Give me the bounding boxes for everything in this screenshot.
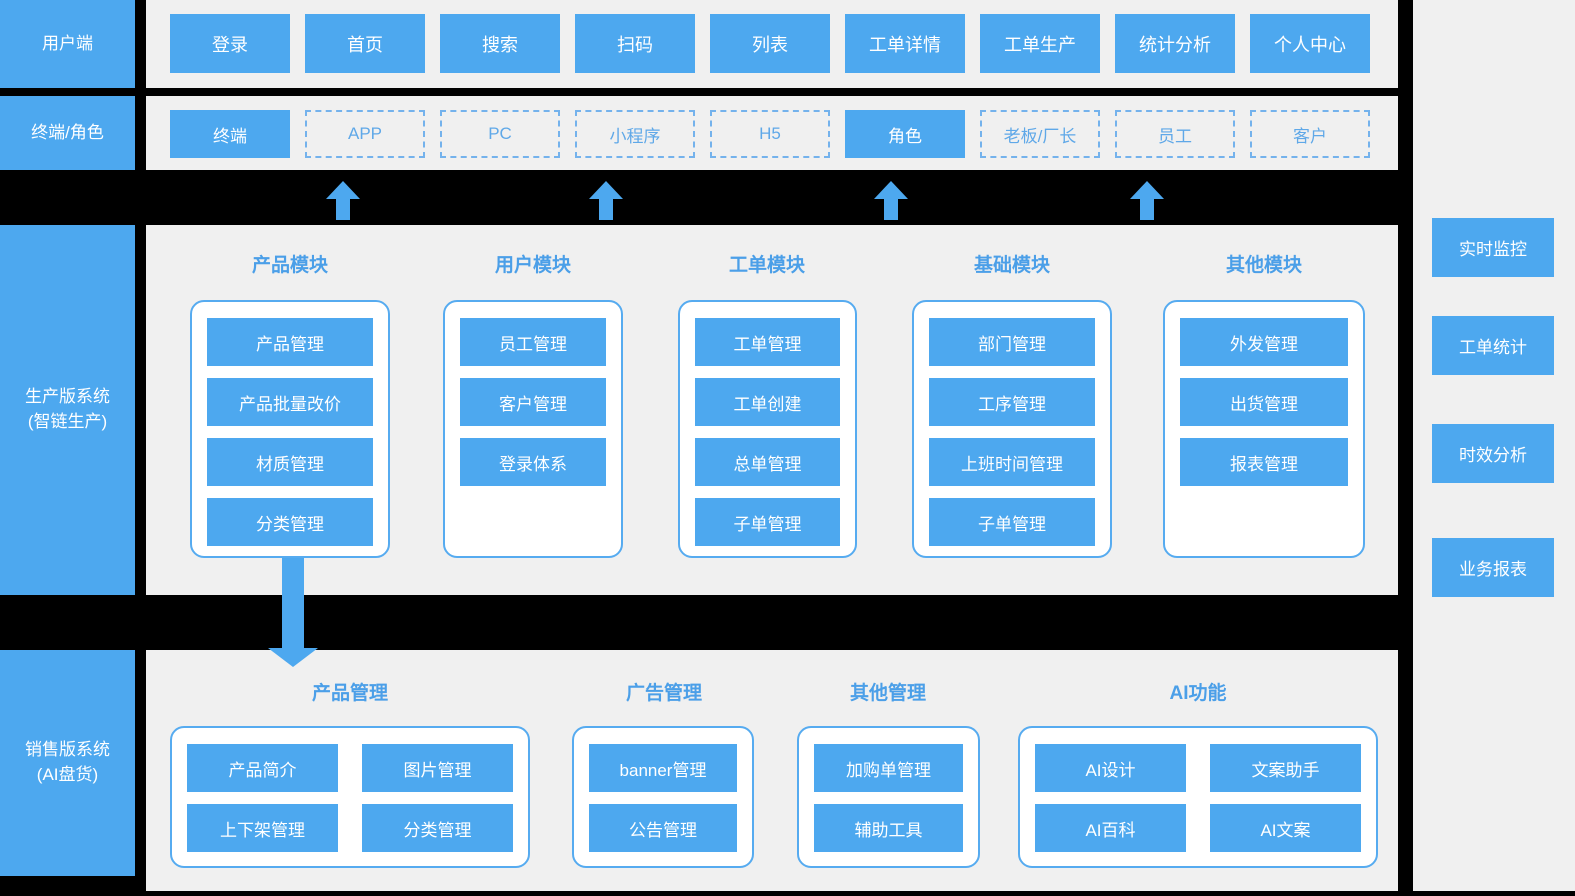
sales-heading-other: 其他管理 [849,683,927,704]
sales-system-label-line2: (AI盘货) [36,765,99,784]
module-item: banner管理 [589,744,737,792]
module-card-workorder: 工单管理 工单创建 总单管理 子单管理 [678,300,857,558]
module-heading-workorder: 工单模块 [728,255,806,276]
page-box-workorder-production: 工单生产 [980,14,1100,73]
chip-h5: H5 [710,110,830,158]
page-box-list: 列表 [710,14,830,73]
chip-terminal: 终端 [170,110,290,158]
up-arrow-icon [874,181,908,220]
module-item: 客户管理 [460,378,606,426]
up-arrow-icon [326,181,360,220]
production-system-label-line2: (智链生产) [27,412,108,431]
module-card-user: 员工管理 客户管理 登录体系 [443,300,623,558]
sales-heading-product: 产品管理 [311,683,389,704]
chip-app: APP [305,110,425,158]
module-item: 部门管理 [929,318,1095,366]
chip-customer: 客户 [1250,110,1370,158]
module-item: 报表管理 [1180,438,1348,486]
report-sidebar: 实时监控 工单统计 时效分析 业务报表 [1413,0,1575,891]
user-side-row-label: 用户端 [0,0,135,88]
up-arrow-icon [589,181,623,220]
module-heading-user: 用户模块 [494,255,572,276]
page-box-search: 搜索 [440,14,560,73]
chip-employee: 员工 [1115,110,1235,158]
module-heading-basic: 基础模块 [973,255,1051,276]
sales-system-label-line1: 销售版系统 [25,740,110,760]
production-system-label-line1: 生产版系统 [25,387,110,407]
terminal-role-row-label: 终端/角色 [0,96,135,170]
module-item: AI文案 [1210,804,1361,852]
module-item: 工序管理 [929,378,1095,426]
module-item: 分类管理 [207,498,373,546]
module-item: 分类管理 [362,804,513,852]
module-item: AI百科 [1035,804,1186,852]
page-box-workorder-detail: 工单详情 [845,14,965,73]
module-item: 子单管理 [695,498,840,546]
module-heading-other: 其他模块 [1225,255,1303,276]
chip-boss: 老板/厂长 [980,110,1100,158]
module-heading-product: 产品模块 [251,255,329,276]
terminal-role-row-label-text: 终端/角色 [31,122,104,142]
page-box-home: 首页 [305,14,425,73]
module-card-product: 产品管理 产品批量改价 材质管理 分类管理 [190,300,390,558]
sales-heading-ai: AI功能 [1169,683,1227,704]
production-system-label: 生产版系统 (智链生产) [0,225,135,595]
sales-card-other: 加购单管理 辅助工具 [797,726,980,868]
module-item: 辅助工具 [814,804,963,852]
chip-role: 角色 [845,110,965,158]
module-item: 上班时间管理 [929,438,1095,486]
sales-system-label: 销售版系统 (AI盘货) [0,650,135,876]
module-item: AI设计 [1035,744,1186,792]
page-box-scan: 扫码 [575,14,695,73]
module-item: 材质管理 [207,438,373,486]
module-item: 外发管理 [1180,318,1348,366]
chip-miniprogram: 小程序 [575,110,695,158]
user-side-row-label-text: 用户端 [42,33,93,53]
page-box-profile: 个人中心 [1250,14,1370,73]
sales-heading-ads: 广告管理 [625,683,703,704]
chip-pc: PC [440,110,560,158]
module-item: 产品管理 [207,318,373,366]
module-card-other: 外发管理 出货管理 报表管理 [1163,300,1365,558]
down-arrow-icon [268,558,318,667]
up-arrow-icon [1130,181,1164,220]
sidebar-box-business-report: 业务报表 [1432,538,1554,597]
page-box-statistics: 统计分析 [1115,14,1235,73]
page-box-login: 登录 [170,14,290,73]
module-item: 出货管理 [1180,378,1348,426]
sales-card-product: 产品简介 图片管理 上下架管理 分类管理 [170,726,530,868]
module-item: 产品批量改价 [207,378,373,426]
module-item: 子单管理 [929,498,1095,546]
module-item: 图片管理 [362,744,513,792]
module-item: 文案助手 [1210,744,1361,792]
sales-card-ads: banner管理 公告管理 [572,726,754,868]
module-item: 加购单管理 [814,744,963,792]
module-item: 工单管理 [695,318,840,366]
module-item: 总单管理 [695,438,840,486]
module-item: 产品简介 [187,744,338,792]
module-card-basic: 部门管理 工序管理 上班时间管理 子单管理 [912,300,1112,558]
sidebar-box-time-analysis: 时效分析 [1432,424,1554,483]
sidebar-box-workorder-stats: 工单统计 [1432,316,1554,375]
module-item: 登录体系 [460,438,606,486]
module-item: 公告管理 [589,804,737,852]
sales-card-ai: AI设计 文案助手 AI百科 AI文案 [1018,726,1378,868]
module-item: 上下架管理 [187,804,338,852]
module-item: 工单创建 [695,378,840,426]
sidebar-box-realtime-monitor: 实时监控 [1432,218,1554,277]
module-item: 员工管理 [460,318,606,366]
